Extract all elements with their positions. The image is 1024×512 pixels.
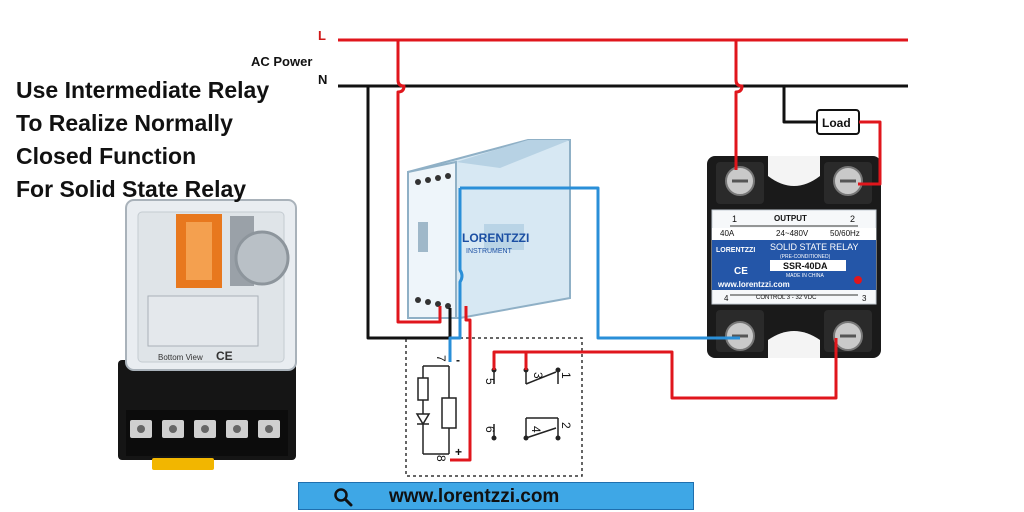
- schematic-pin-5: 5: [483, 378, 497, 385]
- ssr-output-label: OUTPUT: [774, 214, 807, 223]
- ssr-frequency: 50/60Hz: [830, 229, 860, 238]
- schematic-pin-2: 2: [559, 422, 573, 429]
- website-url[interactable]: www.lorentzzi.com: [389, 486, 560, 507]
- ssr-note: (PRE-CONDITIONED): [780, 254, 831, 260]
- website-banner[interactable]: www.lorentzzi.com: [298, 482, 694, 510]
- title-line-3: Closed Function: [16, 143, 197, 169]
- psu-brand-text: LORENTZZI: [462, 231, 529, 245]
- schematic-plus: +: [455, 445, 462, 459]
- psu-subtitle-text: INSTRUMENT: [466, 248, 513, 255]
- ssr-terminal-1: 1: [732, 214, 737, 224]
- live-wires: [396, 40, 882, 462]
- title-line-1: Use Intermediate Relay: [16, 77, 270, 103]
- ssr-url: www.lorentzzi.com: [717, 280, 790, 289]
- ssr-current: 40A: [720, 229, 735, 238]
- relay-schematic: 7 5 3 1 6 4 2 8 - +: [405, 337, 583, 477]
- relay-bottom-view-text: Bottom View: [158, 353, 203, 362]
- ssr-title: SOLID STATE RELAY: [770, 242, 859, 252]
- title-line-2: To Realize Normally: [16, 110, 233, 136]
- schematic-pin-1: 1: [559, 372, 573, 379]
- schematic-pin-3: 3: [531, 372, 545, 379]
- relay-ce-mark: CE: [216, 349, 233, 363]
- neutral-line-label: N: [318, 72, 328, 87]
- load-label: Load: [822, 116, 851, 130]
- ssr-control-label: CONTROL 3 - 32 VDC: [756, 295, 817, 301]
- schematic-minus: -: [456, 353, 460, 367]
- ssr-terminal-4: 4: [724, 294, 729, 303]
- neutral-wires: [366, 86, 817, 340]
- ssr-ce-mark: CE: [734, 266, 748, 277]
- ssr-terminal-2: 2: [850, 214, 855, 224]
- ssr-brand: LORENTZZI: [716, 247, 755, 254]
- ssr-voltage: 24~480V: [776, 229, 809, 238]
- schematic-pin-7: 7: [434, 355, 448, 362]
- intermediate-relay-photo: Bottom View CE: [118, 199, 297, 470]
- page-title: Use Intermediate Relay To Realize Normal…: [16, 74, 269, 206]
- schematic-pin-8: 8: [434, 455, 448, 462]
- ssr-made-in: MADE IN CHINA: [786, 273, 824, 279]
- signal-wires: [448, 186, 740, 362]
- power-supply: LORENTZZI INSTRUMENT: [407, 139, 571, 319]
- live-line-label: L: [318, 28, 326, 43]
- ssr-terminal-3: 3: [862, 294, 867, 303]
- title-line-4: For Solid State Relay: [16, 176, 247, 202]
- solid-state-relay: 1 OUTPUT 2 40A 24~480V 50/60Hz LORENTZZI…: [707, 156, 881, 358]
- search-icon: [334, 488, 353, 507]
- schematic-pin-4: 4: [529, 426, 543, 433]
- load-box: Load: [816, 109, 860, 135]
- ssr-model: SSR-40DA: [783, 261, 828, 271]
- ssr-indicator-led: [854, 276, 862, 284]
- schematic-pin-6: 6: [483, 426, 497, 433]
- ac-power-label: AC Power: [251, 54, 313, 69]
